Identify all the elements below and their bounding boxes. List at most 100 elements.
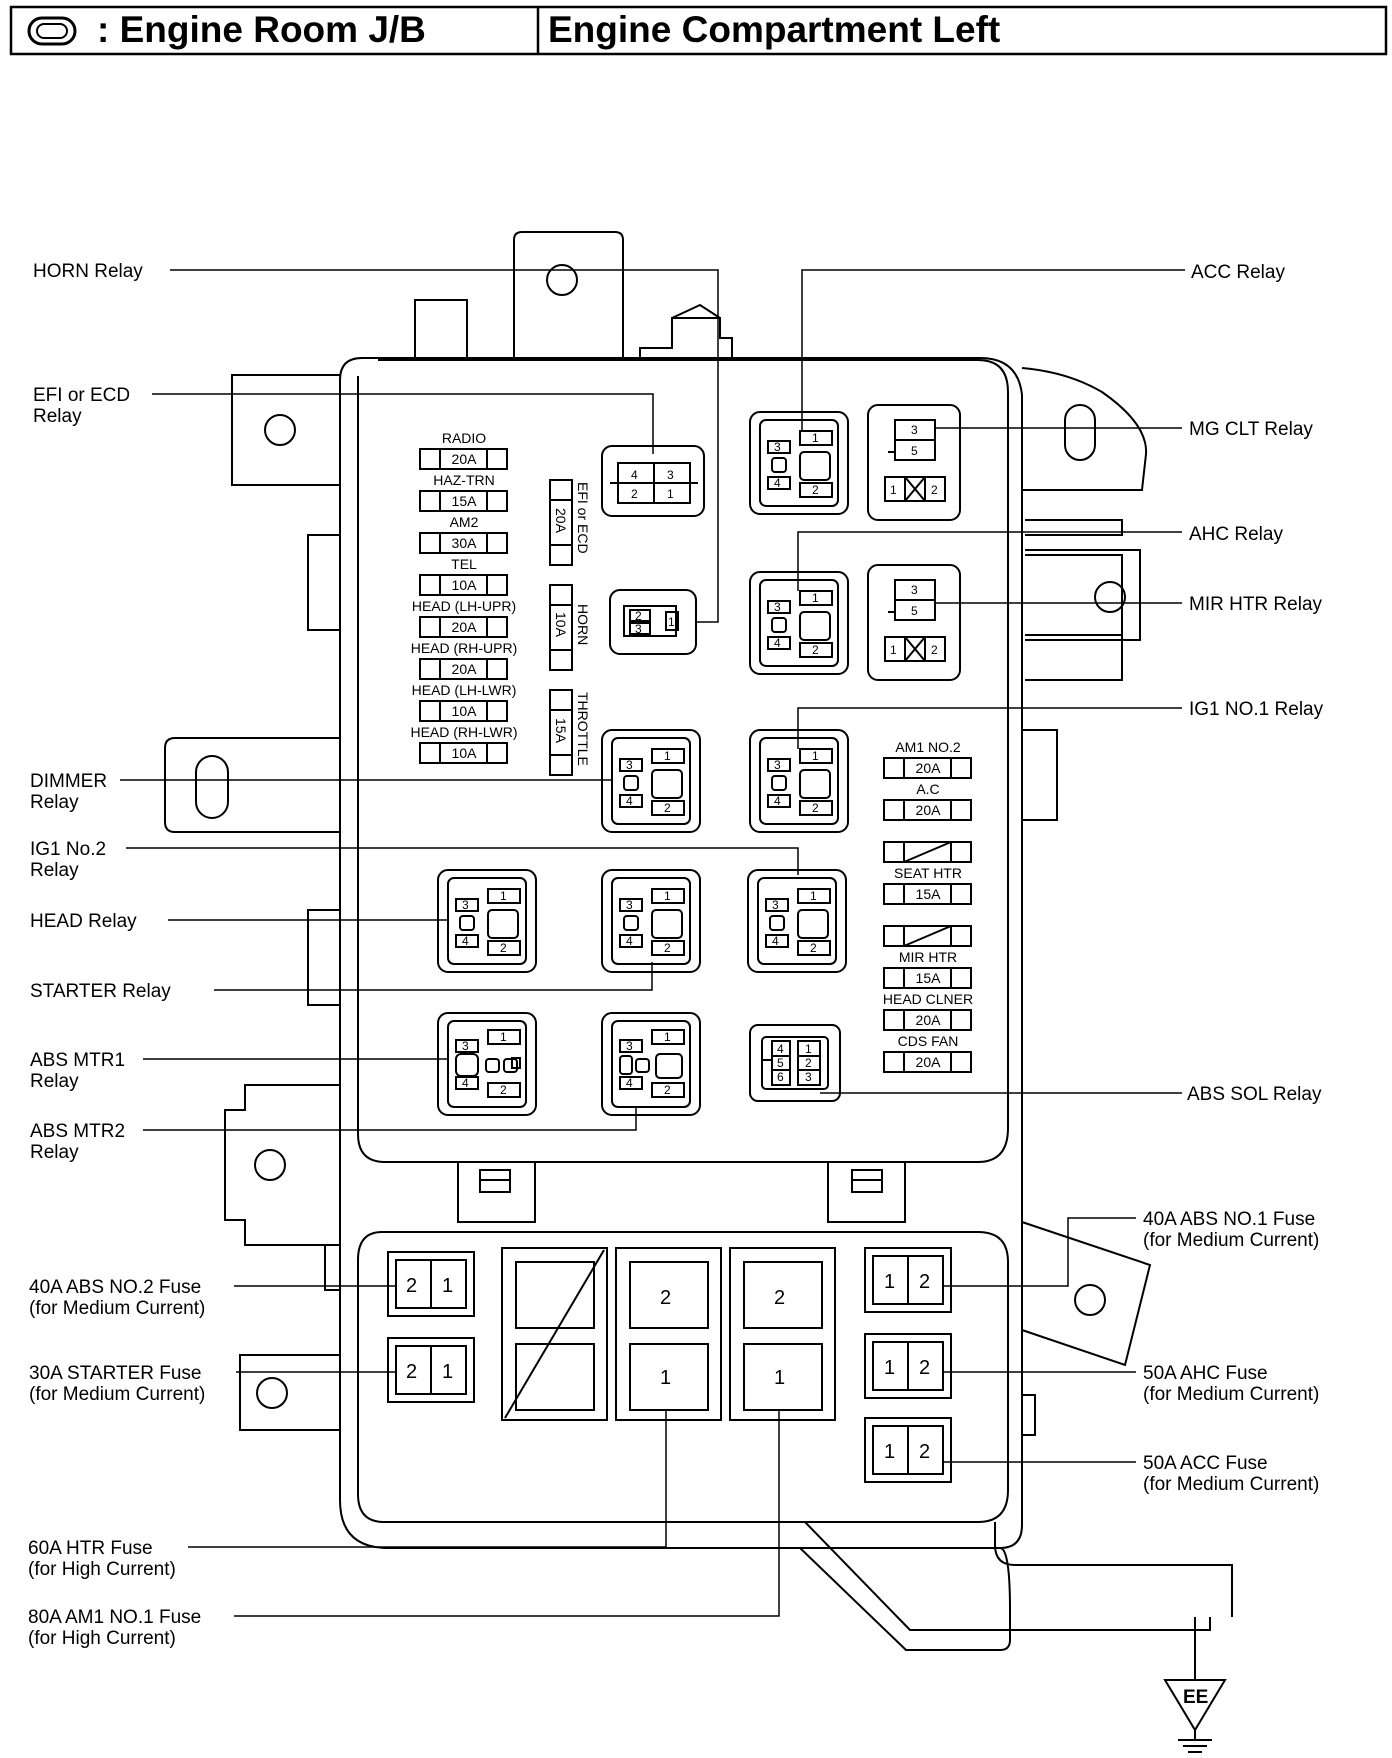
pin-label: 4 (626, 794, 633, 808)
pin-label: 2 (660, 1287, 671, 1309)
fuse-haz-trn[interactable] (419, 490, 508, 512)
am1-no1-fuse[interactable]: 2 1 (729, 1247, 836, 1421)
fuse-mir-htr[interactable] (883, 967, 972, 989)
fuse-horn-name: HORN (575, 604, 591, 645)
fuse-cds-fan-rating: 20A (916, 1054, 942, 1070)
pin-label: 3 (772, 898, 779, 912)
left-fuse-column: RADIO 20A HAZ-TRN 15A AM2 30A TEL 10A HE… (410, 430, 518, 764)
abs-no1-fuse[interactable]: 1 2 (864, 1247, 952, 1313)
abs-sol-relay-socket[interactable]: 4 5 6 1 2 3 (749, 1024, 841, 1102)
pin-label: 3 (911, 583, 918, 597)
label-abs-no2-fuse: 40A ABS NO.2 Fuse (29, 1277, 201, 1298)
pin-label: 4 (774, 636, 781, 650)
pin-label: 3 (774, 600, 781, 614)
ahc-relay-socket[interactable]: 1 3 4 2 (749, 571, 849, 675)
fuse-am1-no2[interactable] (883, 757, 972, 779)
label-htr-fuse: 60A HTR Fuse (28, 1538, 153, 1559)
label-abs-mtr1-relay-2: Relay (30, 1071, 79, 1092)
fuse-cds-fan[interactable] (883, 1051, 972, 1073)
vertical-fuse-horn[interactable]: 10A HORN (549, 584, 591, 671)
acc-fuse[interactable]: 1 2 (864, 1417, 952, 1483)
label-htr-fuse-2: (for High Current) (28, 1559, 176, 1580)
fuse-haz-trn-rating: 15A (452, 493, 478, 509)
fuse-head-rh-upr[interactable] (419, 658, 508, 680)
abs-no2-fuse[interactable]: 2 1 (387, 1251, 475, 1317)
pin-label: 4 (631, 468, 638, 482)
fuse-mir-htr-rating: 15A (916, 970, 942, 986)
vertical-fuse-efi[interactable]: 20A EFI or ECD (549, 479, 591, 566)
fuse-am1-no2-rating: 20A (916, 760, 942, 776)
mir-htr-relay-socket[interactable]: 3 5 1 2 (867, 564, 961, 681)
pin-label: 2 (919, 1271, 930, 1293)
htr-fuse[interactable]: 2 1 (615, 1247, 722, 1421)
starter-relay-socket[interactable]: 1 3 4 2 (601, 869, 701, 973)
fuse-tel[interactable] (419, 574, 508, 596)
fuse-head-rh-upr-rating: 20A (452, 661, 478, 677)
pin-label: 2 (664, 801, 671, 815)
fuse-efi-rating: 20A (553, 508, 569, 534)
fuse-am1-no2-name: AM1 NO.2 (895, 739, 961, 755)
pin-label: 1 (442, 1275, 453, 1297)
vertical-fuse-throttle[interactable]: 15A THROTTLE (549, 689, 591, 776)
pin-label: 2 (931, 643, 938, 657)
pin-label: 3 (774, 440, 781, 454)
pin-label: 1 (805, 1042, 812, 1056)
acc-relay-socket[interactable]: 1 3 4 2 (749, 411, 849, 515)
ig1-no1-relay-socket[interactable]: 1 3 4 2 (749, 729, 849, 833)
fuse-seat-htr-rating: 15A (916, 886, 942, 902)
pin-label: 4 (462, 1076, 469, 1090)
fuse-ac[interactable] (883, 799, 972, 821)
pin-label: 4 (772, 934, 779, 948)
fuse-ac-rating: 20A (916, 802, 942, 818)
mg-clt-relay-socket[interactable]: 3 5 1 2 (867, 404, 961, 521)
pin-label: 1 (890, 643, 897, 657)
leader-lines (120, 269, 1185, 1617)
pin-label: 3 (626, 1039, 633, 1053)
starter-fuse[interactable]: 2 1 (387, 1337, 475, 1403)
label-efi-relay-2: Relay (33, 406, 82, 427)
fuse-head-rh-lwr[interactable] (419, 742, 508, 764)
label-abs-sol-relay: ABS SOL Relay (1187, 1084, 1322, 1105)
fuse-seat-htr[interactable] (883, 883, 972, 905)
abs-mtr2-relay-socket[interactable]: 1 3 4 2 (601, 1012, 701, 1116)
fuse-head-lh-lwr-name: HEAD (LH-LWR) (412, 682, 517, 698)
pin-label: 1 (664, 889, 671, 903)
dimmer-relay-socket[interactable]: 1 3 4 2 (601, 729, 701, 833)
fuse-head-clner[interactable] (883, 1009, 972, 1031)
right-callouts: ACC Relay MG CLT Relay AHC Relay MIR HTR… (1143, 262, 1324, 1495)
fuse-am2[interactable] (419, 532, 508, 554)
pin-label: 3 (626, 898, 633, 912)
pin-label: 1 (664, 1030, 671, 1044)
label-dimmer-relay: DIMMER (30, 771, 107, 792)
fuse-head-clner-rating: 20A (916, 1012, 942, 1028)
pin-label: 1 (668, 615, 675, 629)
pin-label: 2 (664, 941, 671, 955)
label-am1-fuse-2: (for High Current) (28, 1628, 176, 1649)
fuse-head-lh-upr-rating: 20A (452, 619, 478, 635)
label-abs-mtr1-relay: ABS MTR1 (30, 1050, 125, 1071)
pin-label: 1 (660, 1367, 671, 1389)
pin-label: 1 (500, 889, 507, 903)
horn-relay-socket[interactable]: 2 3 1 (609, 589, 697, 655)
abs-mtr1-relay-socket[interactable]: 1 3 4 2 (437, 1012, 537, 1116)
efi-relay-socket[interactable]: 4 3 2 1 (601, 445, 705, 517)
label-starter-fuse: 30A STARTER Fuse (29, 1363, 201, 1384)
fuse-head-lh-lwr[interactable] (419, 700, 508, 722)
ground-label: EE (1183, 1687, 1208, 1708)
pin-label: 3 (911, 423, 918, 437)
label-acc-fuse: 50A ACC Fuse (1143, 1453, 1268, 1474)
pin-label: 3 (805, 1070, 812, 1084)
ig1-no2-relay-socket[interactable]: 1 3 4 2 (747, 869, 847, 973)
pin-label: 3 (462, 898, 469, 912)
pin-label: 3 (635, 622, 642, 636)
fuse-ac-name: A.C (916, 781, 939, 797)
header-location: Engine Compartment Left (548, 9, 1000, 50)
ahc-fuse[interactable]: 1 2 (864, 1333, 952, 1399)
pin-label: 6 (777, 1070, 784, 1084)
junction-block-outline (164, 231, 1233, 1651)
fuse-head-lh-upr[interactable] (419, 616, 508, 638)
pin-label: 5 (911, 444, 918, 458)
head-relay-socket[interactable]: 1 3 4 2 (437, 869, 537, 973)
fuse-radio[interactable] (419, 448, 508, 470)
pin-label: 1 (812, 431, 819, 445)
